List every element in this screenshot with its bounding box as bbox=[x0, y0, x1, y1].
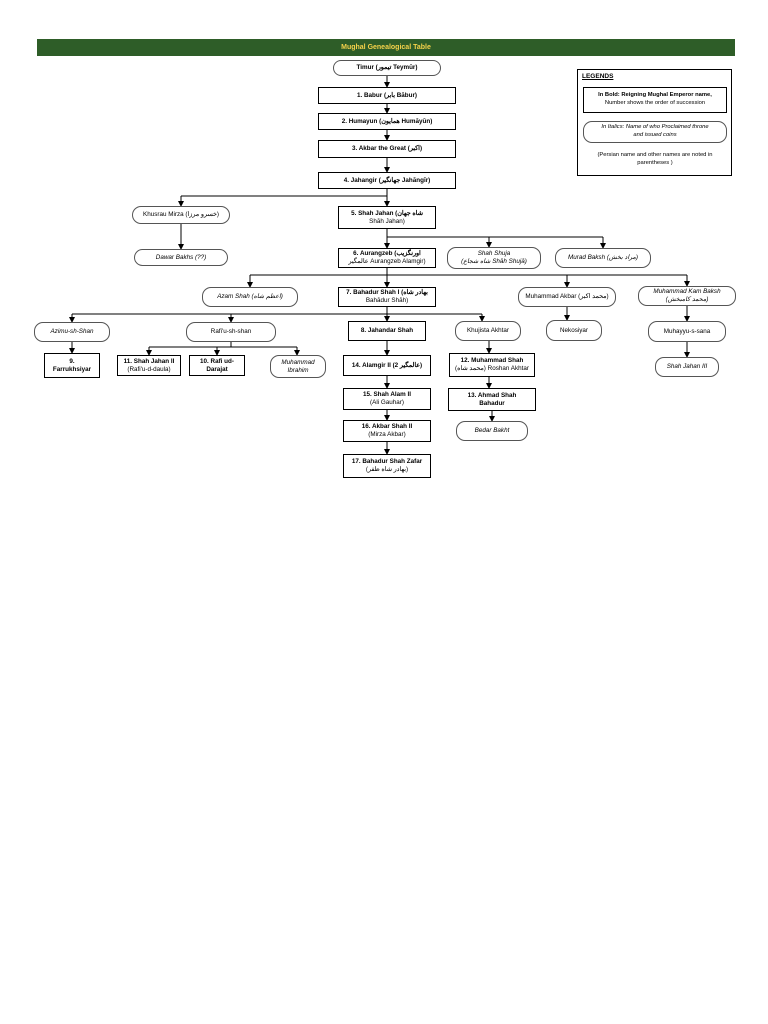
node-rafi-ud-darajat-label: 10. Rafi ud- bbox=[200, 357, 234, 365]
legend-bold-line2: Number shows the order of succession bbox=[604, 100, 706, 106]
node-timur-label: Timur (تیمور Teymūr) bbox=[356, 64, 418, 72]
node-jahandar-shah-label: 8. Jahandar Shah bbox=[360, 327, 414, 335]
node-muhammad-shah: 12. Muhammad Shah (محمد شاه) Roshan Akht… bbox=[449, 353, 535, 377]
node-bahadur-shah-1-sub: Bahādur Shāh) bbox=[365, 297, 409, 304]
node-aurangzeb: 6. Aurangzeb (اورنگزیب عالمگیر Aurangzeb… bbox=[338, 248, 436, 268]
node-akbar-label: 3. Akbar the Great (اکبر) bbox=[351, 145, 423, 153]
node-muhammad-ibrahim-sub: Ibrahim bbox=[287, 366, 309, 374]
node-farrukhsiyar-num: 9. bbox=[69, 357, 75, 365]
node-bahadur-shah-zafar-sub: (بهادر شاه ظفر) bbox=[365, 466, 409, 473]
node-shah-jahan-3-label: Shah Jahan III bbox=[666, 363, 708, 371]
node-murad-label: Murad Baksh (مراد بخش) bbox=[567, 254, 639, 262]
node-humayun-label: 2. Humayun (همایون Humāyūn) bbox=[341, 117, 433, 125]
node-khusrau: Khusrau Mirza (خسرو مرزا) bbox=[132, 206, 230, 224]
node-nekosiyar-label: Nekosiyar bbox=[560, 326, 588, 334]
legend-italic-box: In Italics: Name of who Proclaimed thron… bbox=[583, 121, 727, 143]
node-ahmad-shah-label: 13. Ahmad Shah bbox=[467, 391, 517, 399]
node-aurangzeb-label: 6. Aurangzeb (اورنگزیب bbox=[353, 250, 421, 258]
node-khujista-akhtar-label: Khujista Akhtar bbox=[466, 327, 509, 335]
node-jahandar-shah: 8. Jahandar Shah bbox=[348, 321, 426, 341]
node-shah-jahan: 5. Shah Jahan (شاه جهان Shāh Jahan) bbox=[338, 206, 436, 229]
node-muhammad-shah-sub: (محمد شاه) Roshan Akhtar bbox=[455, 365, 529, 372]
node-rafi-u-sh-shan-label: Rafi'u-sh-shan bbox=[210, 328, 252, 336]
node-azam: Azam Shah (اعظم شاه) bbox=[202, 287, 298, 307]
page-title: Mughal Genealogical Table bbox=[341, 44, 431, 51]
node-shah-shuja-sub: (شاه شجاع Shāh Shujā) bbox=[461, 258, 527, 265]
node-muhammad-shah-label: 12. Muhammad Shah bbox=[460, 357, 524, 365]
node-akbar: 3. Akbar the Great (اکبر) bbox=[318, 140, 456, 158]
node-rafi-u-sh-shan: Rafi'u-sh-shan bbox=[186, 322, 276, 342]
node-shah-jahan-3: Shah Jahan III bbox=[655, 357, 719, 377]
node-muhammad-ibrahim: Muhammad Ibrahim bbox=[270, 355, 326, 378]
node-alamgir-2: 14. Alamgir II (2 عالمگیر) bbox=[343, 355, 431, 376]
node-farrukhsiyar: 9. Farrukhsiyar bbox=[44, 353, 100, 378]
node-bahadur-shah-1-label: 7. Bahadur Shah I (بهادر شاه bbox=[346, 289, 428, 297]
node-muhayyu-s-sana-label: Muhayyu-s-sana bbox=[663, 327, 711, 335]
node-kam-baksh-sub: (محمد کامبخش) bbox=[665, 296, 709, 303]
legend-note-line2: parentheses ) bbox=[637, 159, 673, 166]
node-akbar-shah-2: 16. Akbar Shah II (Mirza Akbar) bbox=[343, 420, 431, 442]
node-khujista-akhtar: Khujista Akhtar bbox=[455, 321, 521, 341]
node-muhammad-akbar-label: Muhammad Akbar (محمد اکبر) bbox=[525, 293, 609, 301]
legend-note: (Persian name and other names are noted … bbox=[583, 152, 727, 168]
node-kam-baksh-label: Muhammad Kam Baksh bbox=[653, 288, 721, 296]
node-muhammad-akbar: Muhammad Akbar (محمد اکبر) bbox=[518, 287, 616, 307]
node-dawar-label: Dawar Bakhs (??) bbox=[155, 253, 207, 261]
title-bar: Mughal Genealogical Table bbox=[37, 39, 735, 56]
legend: LEGENDS In Bold: Reigning Mughal Emperor… bbox=[577, 69, 732, 176]
legend-bold-line1: In Bold: Reigning Mughal Emperor name, bbox=[598, 92, 712, 99]
node-shah-jahan-label: 5. Shah Jahan (شاه جهان bbox=[351, 209, 423, 217]
node-azimu-sh-shan: Azimu-sh-Shan bbox=[34, 322, 110, 342]
node-kam-baksh: Muhammad Kam Baksh (محمد کامبخش) bbox=[638, 286, 736, 306]
node-dawar: Dawar Bakhs (??) bbox=[134, 249, 228, 266]
node-shah-jahan-2: 11. Shah Jahan II (Rafi'u-d-daula) bbox=[117, 355, 181, 376]
node-shah-shuja-label: Shah Shuja bbox=[477, 250, 511, 258]
node-ahmad-shah: 13. Ahmad Shah Bahadur bbox=[448, 388, 536, 411]
node-humayun: 2. Humayun (همایون Humāyūn) bbox=[318, 113, 456, 130]
node-bedar-bakht: Bedar Bakht bbox=[456, 421, 528, 441]
node-shah-alam-2: 15. Shah Alam II (Ali Gauhar) bbox=[343, 388, 431, 410]
node-bedar-bakht-label: Bedar Bakht bbox=[474, 427, 510, 435]
legend-italic-line2: and issued coins bbox=[633, 132, 677, 138]
node-muhayyu-s-sana: Muhayyu-s-sana bbox=[648, 321, 726, 342]
legend-bold-box: In Bold: Reigning Mughal Emperor name, N… bbox=[583, 87, 727, 113]
node-nekosiyar: Nekosiyar bbox=[546, 320, 602, 341]
node-babur-label: 1. Babur (بابر Bābur) bbox=[357, 91, 417, 99]
node-shah-jahan-sub: Shāh Jahan) bbox=[369, 217, 405, 225]
node-shah-jahan-2-label: 11. Shah Jahan II bbox=[123, 357, 175, 365]
node-bahadur-shah-zafar: 17. Bahadur Shah Zafar (بهادر شاه ظفر) bbox=[343, 454, 431, 478]
node-akbar-shah-2-label: 16. Akbar Shah II bbox=[361, 423, 413, 431]
node-bahadur-shah-1: 7. Bahadur Shah I (بهادر شاه Bahādur Shā… bbox=[338, 287, 436, 307]
node-muhammad-ibrahim-label: Muhammad bbox=[281, 358, 315, 366]
node-shah-alam-2-label: 15. Shah Alam II bbox=[362, 391, 412, 399]
node-azam-label: Azam Shah (اعظم شاه) bbox=[217, 293, 283, 301]
node-bahadur-shah-zafar-label: 17. Bahadur Shah Zafar bbox=[351, 458, 423, 466]
node-alamgir-2-label: 14. Alamgir II (2 عالمگیر) bbox=[351, 361, 423, 369]
node-shah-shuja: Shah Shuja (شاه شجاع Shāh Shujā) bbox=[447, 247, 541, 269]
legend-italic-line1: In Italics: Name of who Proclaimed thron… bbox=[601, 124, 709, 131]
node-ahmad-shah-sub: Bahadur bbox=[479, 399, 505, 407]
node-rafi-ud-darajat: 10. Rafi ud- Darajat bbox=[189, 355, 245, 376]
node-shah-alam-2-sub: (Ali Gauhar) bbox=[370, 399, 404, 406]
node-farrukhsiyar-label: Farrukhsiyar bbox=[52, 365, 92, 373]
node-jahangir: 4. Jahangir (جهانگیر Jahāngīr) bbox=[318, 172, 456, 189]
node-khusrau-label: Khusrau Mirza (خسرو مرزا) bbox=[143, 211, 219, 219]
node-aurangzeb-sub: عالمگیر Aurangzeb Alamgir) bbox=[348, 258, 426, 265]
legend-note-line1: (Persian name and other names are noted … bbox=[597, 152, 713, 158]
legend-heading: LEGENDS bbox=[582, 73, 614, 80]
node-rafi-ud-darajat-sub: Darajat bbox=[206, 365, 228, 373]
node-jahangir-label: 4. Jahangir (جهانگیر Jahāngīr) bbox=[343, 176, 431, 184]
node-shah-jahan-2-sub: (Rafi'u-d-daula) bbox=[127, 365, 171, 373]
node-babur: 1. Babur (بابر Bābur) bbox=[318, 87, 456, 104]
node-timur: Timur (تیمور Teymūr) bbox=[333, 60, 441, 76]
node-azimu-sh-shan-label: Azimu-sh-Shan bbox=[50, 328, 94, 336]
node-akbar-shah-2-sub: (Mirza Akbar) bbox=[368, 431, 406, 438]
node-murad: Murad Baksh (مراد بخش) bbox=[555, 248, 651, 268]
